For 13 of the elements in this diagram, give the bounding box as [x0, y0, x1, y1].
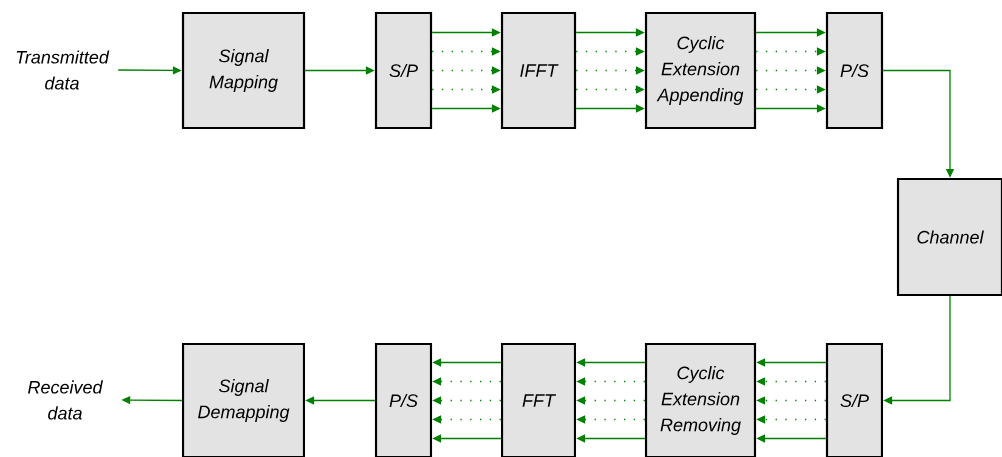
process-box: Cyclic Extension Appending	[644, 11, 757, 130]
data-label: Transmitted data	[16, 50, 110, 90]
process-box: Signal Demapping	[181, 342, 306, 457]
process-box: Signal Mapping	[181, 11, 306, 130]
process-box: IFFT	[500, 11, 577, 130]
process-box: P/S	[825, 11, 884, 130]
process-box: S/P	[374, 11, 433, 130]
process-box: Channel	[896, 177, 1002, 297]
process-box: S/P	[825, 342, 884, 457]
process-box: FFT	[500, 342, 577, 457]
process-box: P/S	[374, 342, 433, 457]
data-label: Received data	[28, 380, 103, 420]
process-box: Cyclic Extension Removing	[644, 342, 757, 457]
